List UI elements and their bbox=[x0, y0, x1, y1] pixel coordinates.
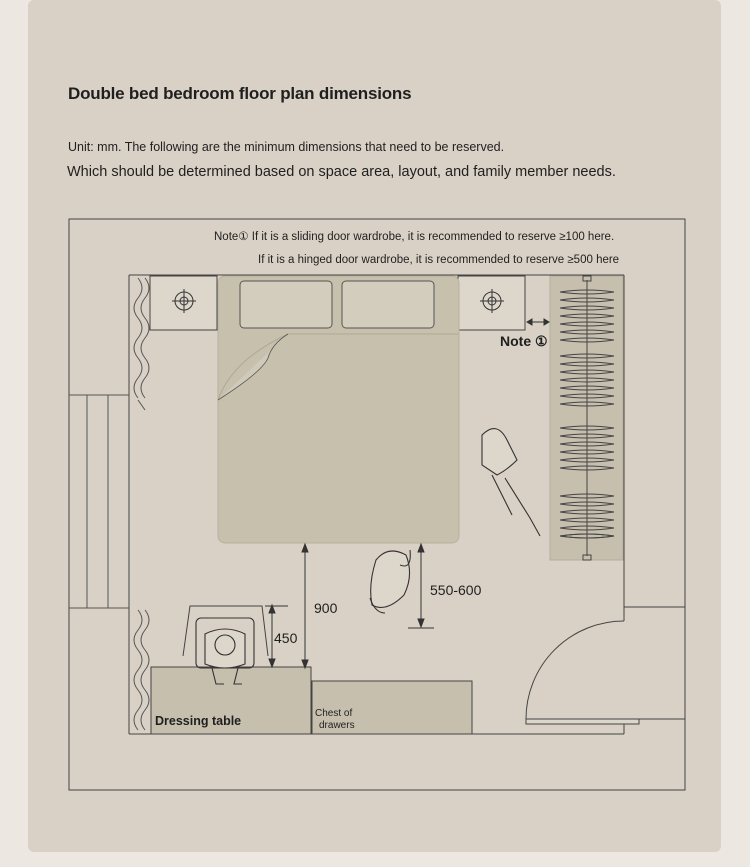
hanger bbox=[559, 501, 615, 507]
nightstand-right bbox=[457, 275, 526, 331]
subtitle-note: Which should be determined based on spac… bbox=[67, 164, 616, 180]
hanger bbox=[559, 425, 615, 431]
hanger bbox=[559, 457, 615, 463]
dimension-lines bbox=[265, 542, 434, 670]
note-line-2: If it is a hinged door wardrobe, it is r… bbox=[258, 254, 619, 266]
hanger bbox=[559, 441, 615, 447]
dim-bed-side: 550-600 bbox=[430, 582, 482, 598]
hanger bbox=[559, 321, 615, 327]
hanger bbox=[559, 517, 615, 523]
door-swing-icon bbox=[525, 607, 640, 725]
note-line-1: Note① If it is a sliding door wardrobe, … bbox=[214, 231, 614, 243]
note-dimension-arrow bbox=[526, 318, 550, 326]
hanger bbox=[559, 329, 615, 335]
hanger bbox=[559, 313, 615, 319]
hanger bbox=[559, 465, 615, 471]
hanger bbox=[559, 305, 615, 311]
nightstand-left bbox=[149, 275, 218, 331]
hanger bbox=[559, 369, 615, 375]
double-bed bbox=[217, 275, 460, 544]
plan-frame bbox=[68, 218, 686, 791]
hanger bbox=[559, 401, 615, 407]
hanger bbox=[559, 353, 615, 359]
note-marker: Note ① bbox=[500, 333, 548, 349]
dressing-table bbox=[150, 605, 312, 735]
person-icon bbox=[195, 428, 541, 685]
lamp-icon bbox=[172, 289, 196, 313]
hanger bbox=[559, 449, 615, 455]
chest-label-line1: Chest of bbox=[315, 708, 352, 719]
chest-label-line2: drawers bbox=[319, 720, 355, 731]
hanger bbox=[559, 433, 615, 439]
hanger bbox=[559, 493, 615, 499]
chest-of-drawers bbox=[311, 680, 473, 735]
hanger bbox=[559, 525, 615, 531]
hanger bbox=[559, 393, 615, 399]
hanger bbox=[559, 337, 615, 343]
curtain-icon bbox=[133, 277, 150, 731]
page-title: Double bed bedroom floor plan dimensions bbox=[68, 84, 412, 103]
hanger bbox=[559, 289, 615, 295]
dim-dresser-chair: 450 bbox=[274, 630, 298, 646]
wardrobe bbox=[549, 275, 624, 561]
dim-bed-to-dresser: 900 bbox=[314, 600, 338, 616]
subtitle-unit: Unit: mm. The following are the minimum … bbox=[68, 140, 505, 154]
hanger bbox=[559, 361, 615, 367]
hanger bbox=[559, 509, 615, 515]
hanger bbox=[559, 533, 615, 539]
lamp-icon bbox=[480, 289, 504, 313]
hanger bbox=[559, 385, 615, 391]
hanger-icon bbox=[559, 289, 615, 539]
dressing-table-label: Dressing table bbox=[155, 714, 241, 728]
hanger bbox=[559, 377, 615, 383]
hanger bbox=[559, 297, 615, 303]
window bbox=[69, 394, 129, 609]
